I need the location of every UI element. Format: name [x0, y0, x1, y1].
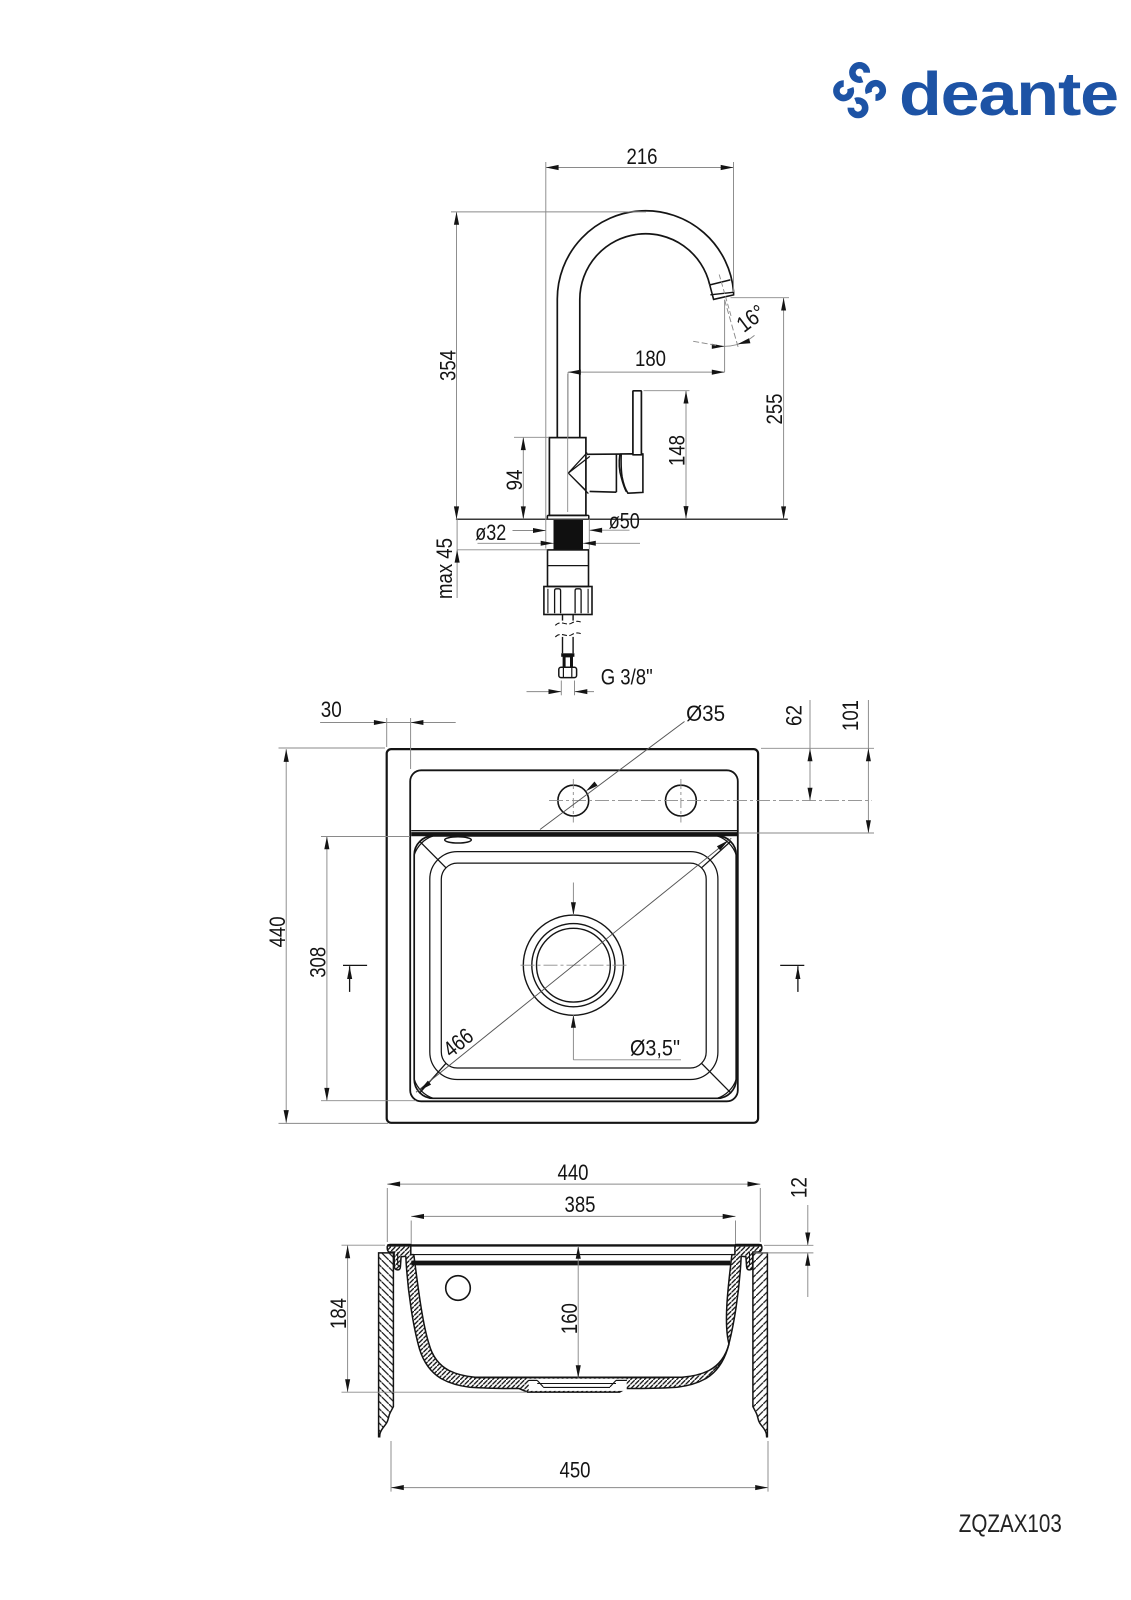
svg-text:148: 148	[665, 435, 690, 466]
svg-text:160: 160	[557, 1303, 582, 1334]
svg-text:354: 354	[435, 350, 460, 381]
svg-text:184: 184	[326, 1298, 351, 1329]
svg-text:440: 440	[265, 916, 290, 947]
svg-text:94: 94	[502, 470, 527, 491]
svg-text:12: 12	[787, 1177, 812, 1198]
svg-text:101: 101	[838, 700, 863, 731]
svg-text:max 45: max 45	[432, 538, 457, 599]
svg-text:180: 180	[635, 346, 666, 371]
svg-text:30: 30	[321, 697, 342, 722]
svg-text:255: 255	[762, 394, 787, 425]
svg-text:216: 216	[627, 144, 658, 169]
svg-text:ZQZAX103: ZQZAX103	[959, 1510, 1062, 1538]
svg-text:deante: deante	[899, 60, 1118, 129]
svg-text:440: 440	[558, 1160, 589, 1185]
svg-text:G 3/8": G 3/8"	[601, 664, 653, 689]
svg-text:Ø3,5": Ø3,5"	[630, 1036, 680, 1061]
svg-text:385: 385	[565, 1192, 596, 1217]
svg-text:450: 450	[560, 1458, 591, 1483]
svg-text:ø50: ø50	[609, 508, 640, 533]
svg-text:308: 308	[306, 947, 331, 978]
svg-text:62: 62	[782, 705, 807, 726]
svg-text:ø32: ø32	[475, 520, 506, 545]
svg-text:Ø35: Ø35	[686, 701, 725, 726]
